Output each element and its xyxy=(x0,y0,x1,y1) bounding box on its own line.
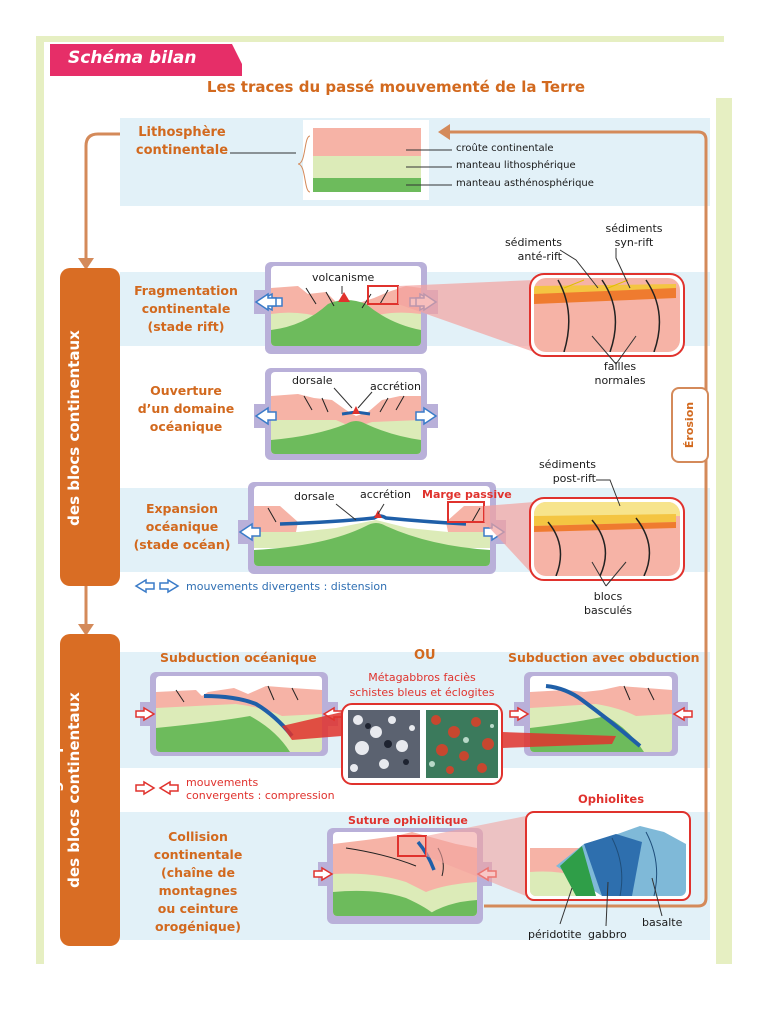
erosion-box xyxy=(671,387,709,463)
subduction-oceanic-diagram xyxy=(135,672,343,756)
suture-label: Suture ophiolitique xyxy=(348,814,468,827)
diagram-canvas xyxy=(36,36,732,964)
left-margin-strip xyxy=(36,36,44,964)
legend-lith-mantle: manteau lithosphérique xyxy=(456,160,576,171)
ouverture-accretion: accrétion xyxy=(370,380,421,393)
obduction-title: Subduction avec obduction xyxy=(508,650,700,665)
collision-diagram xyxy=(313,816,526,924)
divergent-legend-text: mouvements divergents : distension xyxy=(186,580,388,593)
marge-passive-label: Marge passive xyxy=(422,488,512,501)
rock-peridotite: péridotite xyxy=(528,928,582,941)
expansion-zoom xyxy=(529,479,685,587)
rock-basalte: basalte xyxy=(642,916,683,929)
top-margin-strip xyxy=(44,36,724,42)
expansion-accretion: accrétion xyxy=(360,488,411,501)
legend-asth-mantle: manteau asthénosphérique xyxy=(456,178,594,189)
phase-dislocation-box xyxy=(60,268,120,586)
volcanisme-label: volcanisme xyxy=(312,271,375,284)
convergent-legend-icon xyxy=(135,780,179,796)
ophiolites-label: Ophiolites xyxy=(578,792,645,806)
phase-regroupement-box xyxy=(60,634,120,946)
ophiolites-zoom xyxy=(525,811,691,927)
page-title: Les traces du passé mouvementé de la Ter… xyxy=(206,78,586,96)
header-tab xyxy=(50,44,242,76)
cycle-arrowheads xyxy=(78,124,450,636)
divergent-legend-icon xyxy=(134,578,180,594)
lithosphere-section xyxy=(230,120,452,200)
ouverture-diagram xyxy=(254,368,438,460)
schema-bilan-page: Schéma bilan Les traces du passé mouveme… xyxy=(36,36,732,964)
expansion-dorsale: dorsale xyxy=(294,490,335,503)
ouverture-dorsale: dorsale xyxy=(292,374,333,387)
obduction-diagram xyxy=(502,672,693,756)
right-margin-strip xyxy=(716,98,732,964)
expansion-diagram xyxy=(238,482,534,576)
rift-zoom xyxy=(529,248,685,365)
erosion-label: Érosion xyxy=(683,401,696,449)
rock-gabbro: gabbro xyxy=(588,928,627,941)
subduction-oceanic-title: Subduction océanique xyxy=(160,650,317,665)
metagabbro-photos xyxy=(341,703,503,785)
header-tag: Schéma bilan xyxy=(68,48,197,68)
rift-diagram xyxy=(254,262,534,354)
ou-label: OU xyxy=(414,648,436,663)
legend-crust: croûte continentale xyxy=(456,143,554,154)
